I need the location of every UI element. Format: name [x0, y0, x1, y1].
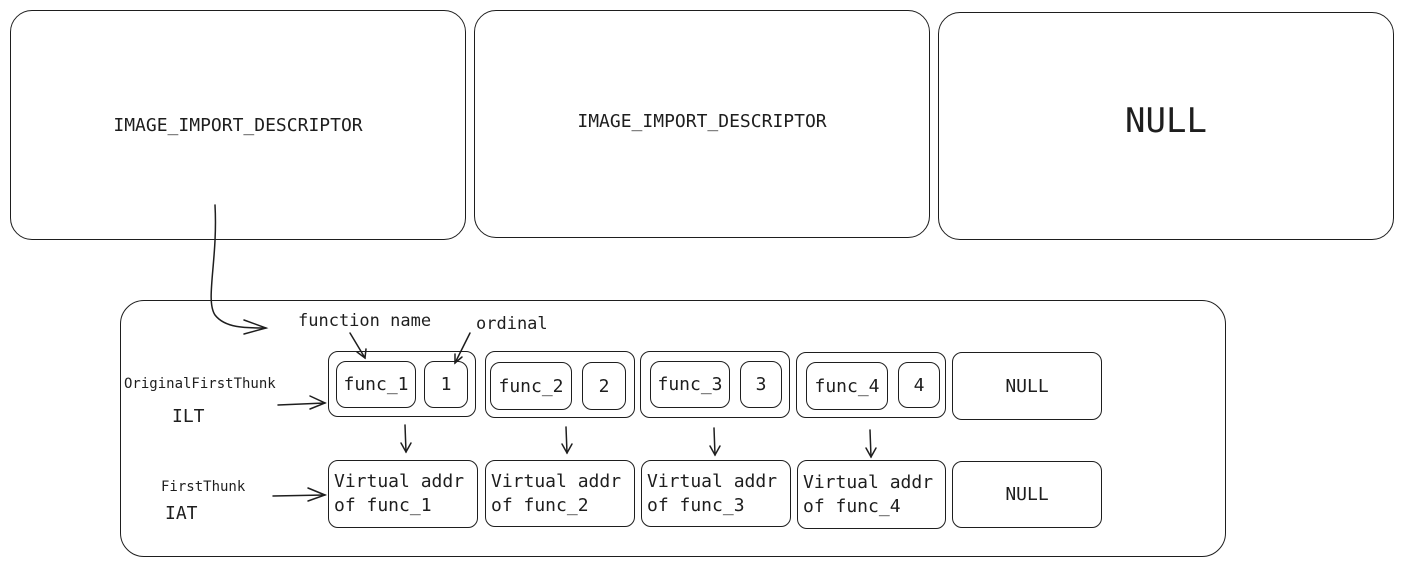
ilt-ordinal: 3: [740, 361, 782, 408]
iat-entry-line2: of func_4: [803, 495, 901, 517]
down-arrow-1: [400, 424, 412, 454]
iat-entry-line1: Virtual addr: [334, 471, 465, 492]
ilt-entry-1: [328, 351, 476, 417]
down-arrow-2: [561, 426, 573, 455]
descriptor-box-1: IMAGE_IMPORT_DESCRIPTOR: [10, 10, 466, 240]
descriptor-to-thunks-arrow: [210, 204, 269, 335]
thunk-container: [120, 300, 1226, 557]
ilt-pointer-arrow: [277, 395, 327, 410]
descriptor-label: IMAGE_IMPORT_DESCRIPTOR: [577, 110, 827, 132]
ilt-label: ILT: [172, 406, 205, 427]
descriptor-null-box: NULL: [938, 12, 1394, 240]
iat-entry-line2: of func_2: [491, 494, 589, 516]
ilt-entry-3: [640, 351, 790, 418]
iat-pointer-arrow: [272, 487, 328, 502]
iat-entry-line2: of func_3: [647, 494, 745, 516]
ilt-entry-4: [796, 352, 946, 418]
ilt-ordinal: 1: [424, 361, 468, 408]
down-arrow-4: [865, 429, 877, 459]
ilt-null-entry: NULL: [952, 352, 1102, 420]
down-arrow-3: [709, 427, 721, 457]
iat-entry-line1: Virtual addr: [803, 471, 934, 493]
iat-entry-line2: of func_1: [334, 495, 432, 516]
first-thunk-label: FirstThunk: [161, 479, 246, 495]
iat-entry-line1: Virtual addr: [647, 470, 778, 492]
original-first-thunk-label: OriginalFirstThunk: [124, 376, 276, 392]
ordinal-pointer-arrow: [454, 332, 471, 365]
iat-entry-line1: Virtual addr: [491, 470, 622, 492]
descriptor-label: IMAGE_IMPORT_DESCRIPTOR: [113, 114, 363, 136]
iat-null-entry: NULL: [952, 461, 1102, 528]
ilt-func-name: func_4: [806, 362, 888, 410]
iat-label: IAT: [165, 503, 198, 524]
ilt-func-name: func_1: [336, 361, 416, 408]
iat-entry-1: Virtual addr of func_1: [328, 460, 478, 528]
ilt-ordinal: 2: [582, 362, 626, 410]
ilt-ordinal: 4: [898, 362, 940, 408]
function-name-label: function name: [298, 311, 432, 331]
null-label: NULL: [1125, 101, 1207, 141]
descriptor-box-2: IMAGE_IMPORT_DESCRIPTOR: [474, 10, 930, 238]
ordinal-label: ordinal: [476, 314, 548, 334]
ilt-entry-2: [485, 351, 635, 418]
function-name-pointer-arrow: [349, 332, 367, 360]
ilt-func-name: func_3: [650, 361, 730, 408]
ilt-func-name: func_2: [490, 362, 572, 410]
